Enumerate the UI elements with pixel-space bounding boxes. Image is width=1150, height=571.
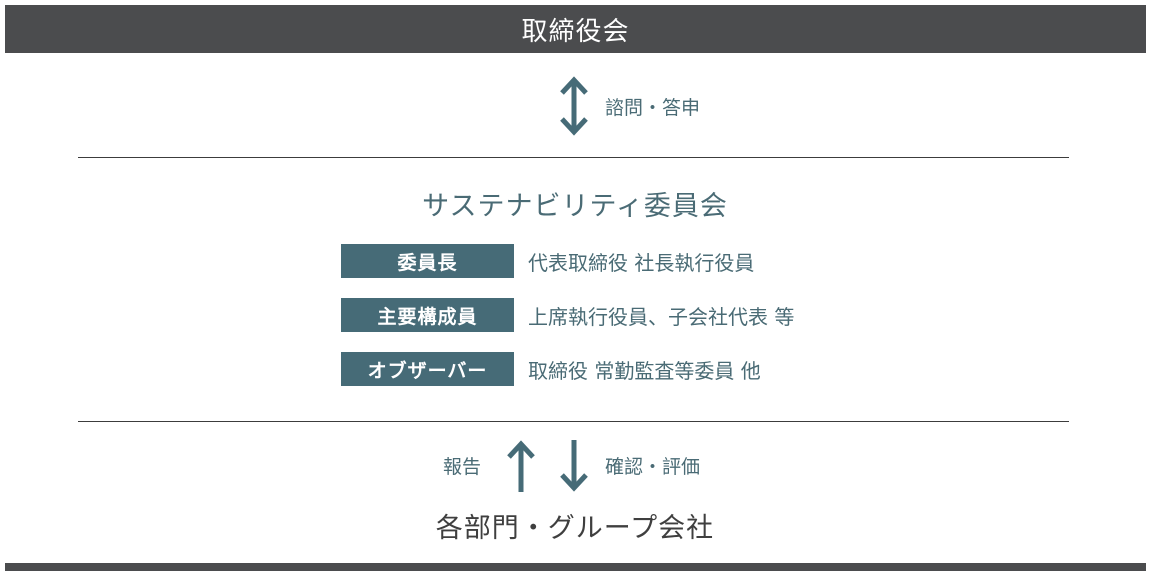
role-row-chair: 委員長 代表取締役 社長執行役員 (341, 244, 754, 278)
departments-title: 各部門・グループ会社 (435, 513, 715, 544)
role-row-observers: オブザーバー 取締役 常勤監査等委員 他 (341, 352, 761, 386)
footer-bar (5, 563, 1146, 571)
arrow-up-icon (507, 440, 535, 492)
role-tag: オブザーバー (341, 352, 514, 386)
advisory-label: 諮問・答申 (605, 97, 701, 119)
role-tag: 主要構成員 (341, 298, 514, 332)
role-tag: 委員長 (341, 244, 514, 278)
double-arrow-vertical-icon (560, 76, 588, 136)
board-header: 取締役会 (5, 5, 1146, 53)
board-title: 取締役会 (521, 16, 630, 47)
committee-title: サステナビリティ委員会 (422, 191, 728, 222)
role-description: 取締役 常勤監査等委員 他 (528, 358, 761, 383)
report-label: 報告 (443, 456, 482, 478)
role-description: 代表取締役 社長執行役員 (528, 250, 755, 275)
divider-top (78, 157, 1069, 158)
arrow-down-icon (560, 440, 588, 492)
review-label: 確認・評価 (605, 456, 701, 478)
divider-bottom (78, 421, 1069, 422)
role-description: 上席執行役員、子会社代表 等 (528, 304, 795, 329)
role-row-members: 主要構成員 上席執行役員、子会社代表 等 (341, 298, 794, 332)
